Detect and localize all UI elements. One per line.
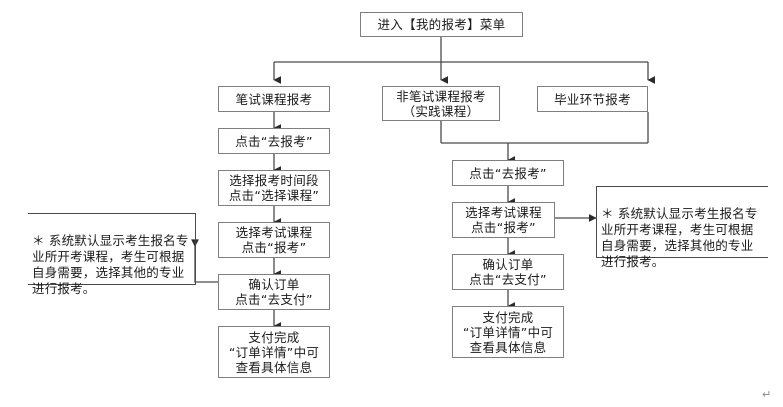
node-label: 笔试课程报考 — [235, 91, 313, 107]
node-label: 确认订单 点击“去支付” — [235, 277, 313, 307]
note-left: ＊ 系统默认显示考生报名专业所开考课程，考生可根据自身需要，选择其他的专业进行报… — [28, 213, 196, 296]
node-label: 支付完成 “订单详情”中可 查看具体信息 — [462, 309, 554, 355]
node-right-step-2[interactable]: 选择考试课程 点击“报考” — [452, 202, 555, 238]
node-label: 点击“去报考” — [235, 133, 313, 149]
node-left-step-2[interactable]: 选择报考时间段 点击“选择课程” — [218, 170, 330, 206]
node-label: 选择报考时间段 点击“选择课程” — [228, 173, 320, 203]
node-branch-non-written[interactable]: 非笔试课程报考 （实践课程） — [382, 86, 500, 121]
node-left-step-3[interactable]: 选择考试课程 点击“报考” — [218, 222, 330, 258]
node-branch-graduation[interactable]: 毕业环节报考 — [537, 86, 648, 112]
wire-to-note-left — [191, 239, 218, 283]
note-right: ＊ 系统默认显示考生报名专业所开考课程，考生可根据自身需要，选择其他的专业进行报… — [596, 186, 768, 269]
node-right-step-4[interactable]: 支付完成 “订单详情”中可 查看具体信息 — [452, 306, 564, 358]
node-label: 非笔试课程报考 （实践课程） — [396, 88, 486, 119]
node-label: 支付完成 “订单详情”中可 查看具体信息 — [228, 329, 320, 375]
node-right-step-3[interactable]: 确认订单 点击“去支付” — [452, 254, 564, 290]
node-left-step-1[interactable]: 点击“去报考” — [218, 128, 330, 154]
node-right-step-1[interactable]: 点击“去报考” — [452, 160, 564, 186]
node-left-step-5[interactable]: 支付完成 “订单详情”中可 查看具体信息 — [218, 326, 330, 378]
node-entry-menu[interactable]: 进入【我的报考】菜单 — [360, 12, 523, 37]
note-left-text: ＊ 系统默认显示考生报名专业所开考课程，考生可根据自身需要，选择其他的专业进行报… — [32, 233, 189, 296]
node-label: 选择考试课程 点击“报考” — [235, 225, 313, 255]
node-label: 确认订单 点击“去支付” — [469, 257, 547, 287]
paragraph-mark: ↵ — [762, 388, 772, 401]
note-right-text: ＊ 系统默认显示考生报名专业所开考课程，考生可根据自身需要，选择其他的专业进行报… — [601, 206, 758, 269]
node-label: 点击“去报考” — [469, 165, 547, 181]
node-branch-written[interactable]: 笔试课程报考 — [218, 86, 330, 112]
node-label: 进入【我的报考】菜单 — [377, 17, 506, 32]
node-left-step-4[interactable]: 确认订单 点击“去支付” — [218, 274, 330, 310]
node-label: 毕业环节报考 — [554, 91, 631, 107]
node-label: 选择考试课程 点击“报考” — [465, 205, 542, 235]
